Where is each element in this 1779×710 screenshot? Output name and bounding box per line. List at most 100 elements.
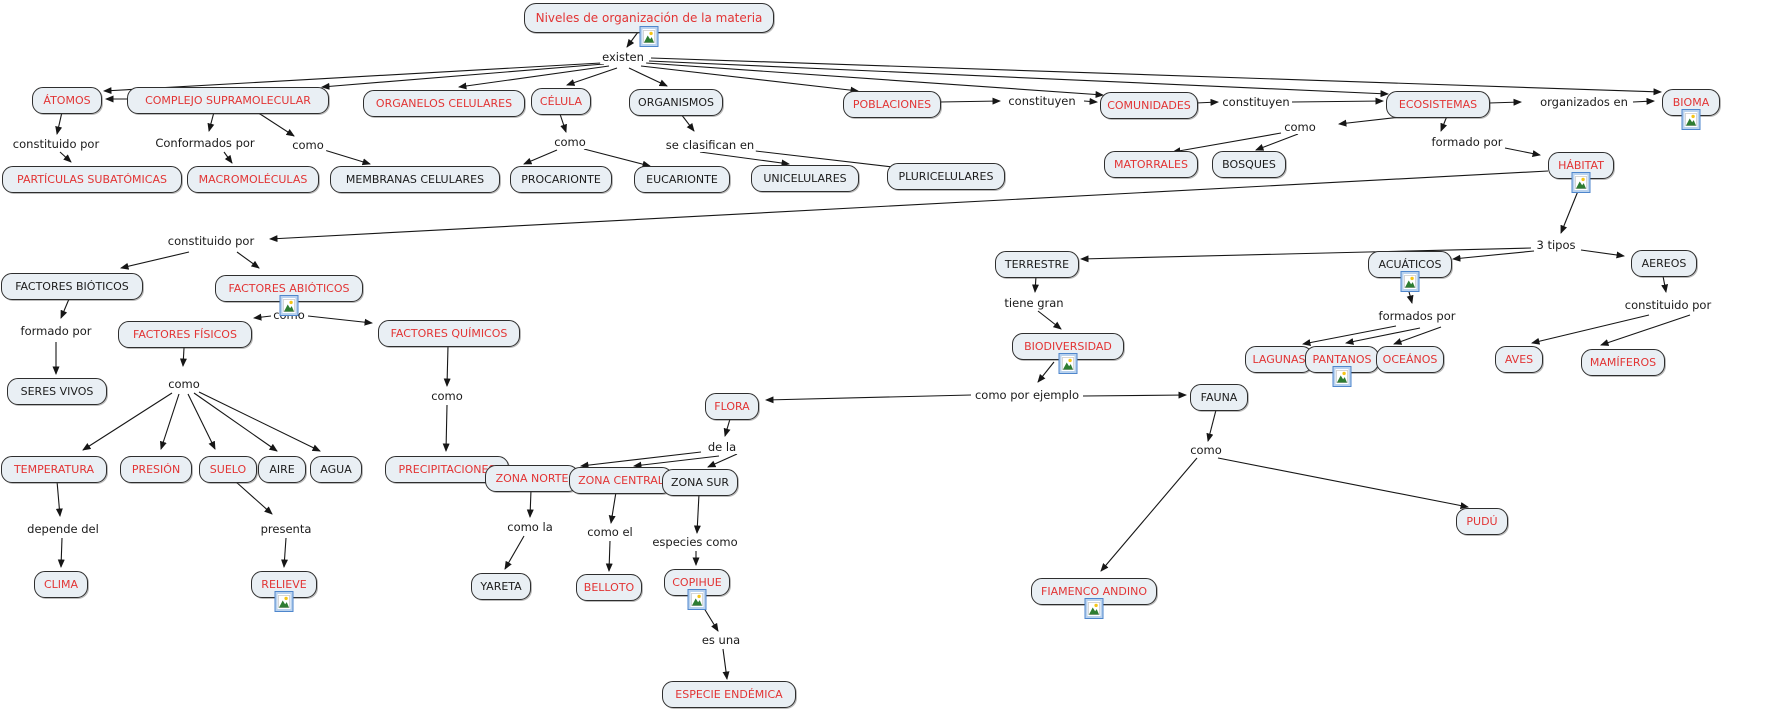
- concept-node-factores-abioticos[interactable]: FACTORES ABIÓTICOS: [215, 274, 363, 316]
- image-resource-icon[interactable]: [687, 588, 707, 610]
- concept-node-atomos[interactable]: ÁTOMOS: [32, 86, 102, 114]
- concept-node-fiamenco-andino[interactable]: FIAMENCO ANDINO: [1031, 577, 1157, 619]
- concept-node-copihue[interactable]: COPIHUE: [664, 568, 730, 610]
- edge-line: [765, 394, 972, 404]
- linking-phrase[interactable]: como: [290, 138, 326, 152]
- concept-node-eucarionte[interactable]: EUCARIONTE: [634, 165, 730, 193]
- concept-node-zona-central[interactable]: ZONA CENTRAL: [569, 466, 673, 494]
- linking-phrase[interactable]: Conformados por: [153, 136, 257, 150]
- linking-phrase[interactable]: como el: [585, 525, 635, 539]
- concept-node-bioma[interactable]: BIOMA: [1662, 88, 1720, 130]
- linking-phrase[interactable]: es una: [699, 633, 743, 647]
- concept-node-yareta[interactable]: YARETA: [471, 572, 531, 600]
- linking-phrase[interactable]: constituido por: [165, 234, 257, 248]
- linking-phrase[interactable]: formados por: [1376, 309, 1458, 323]
- concept-node-membranas-celulares[interactable]: MEMBRANAS CELULARES: [330, 165, 500, 193]
- concept-node-relieve[interactable]: RELIEVE: [251, 570, 317, 612]
- concept-node-particulas-subatomicas[interactable]: PARTÍCULAS SUBATÓMICAS: [2, 165, 182, 193]
- concept-node-factores-bioticos[interactable]: FACTORES BIÓTICOS: [1, 272, 143, 300]
- concept-node-factores-fisicos[interactable]: FACTORES FÍSICOS: [118, 320, 252, 348]
- linking-phrase[interactable]: formado por: [18, 324, 94, 338]
- concept-node-zona-sur[interactable]: ZONA SUR: [662, 468, 738, 496]
- linking-phrase[interactable]: constituyen: [1220, 95, 1292, 109]
- image-resource-icon[interactable]: [1571, 171, 1591, 193]
- image-resource-icon[interactable]: [1058, 352, 1078, 374]
- concept-node-aire[interactable]: AIRE: [258, 455, 306, 483]
- linking-phrase[interactable]: como: [429, 389, 465, 403]
- linking-phrase[interactable]: como: [166, 377, 202, 391]
- edge-line: [236, 251, 260, 269]
- image-resource-icon[interactable]: [1332, 365, 1352, 387]
- linking-phrase[interactable]: 3 tipos: [1534, 238, 1578, 252]
- concept-node-terrestre[interactable]: TERRESTRE: [995, 250, 1079, 278]
- linking-phrase[interactable]: existen: [600, 50, 646, 64]
- concept-node-title[interactable]: Niveles de organización de la materia: [524, 3, 774, 47]
- concept-node-oceanos[interactable]: OCEÁNOS: [1376, 345, 1444, 373]
- concept-node-clima[interactable]: CLIMA: [34, 570, 88, 598]
- concept-node-unicelulares[interactable]: UNICELULARES: [751, 164, 859, 192]
- linking-phrase[interactable]: organizados en: [1538, 95, 1630, 109]
- concept-node-aves[interactable]: AVES: [1495, 345, 1543, 373]
- concept-node-organelos-celulares[interactable]: ORGANELOS CELULARES: [363, 89, 525, 117]
- concept-node-ecosistemas[interactable]: ECOSISTEMAS: [1386, 90, 1490, 118]
- concept-node-complejo-supramolecular[interactable]: COMPLEJO SUPRAMOLECULAR: [127, 86, 329, 114]
- image-resource-icon[interactable]: [639, 26, 659, 47]
- concept-node-macromoleculas[interactable]: MACROMOLÉCULAS: [187, 165, 319, 193]
- concept-node-label: COPIHUE: [672, 575, 722, 589]
- image-resource-icon[interactable]: [1400, 270, 1420, 292]
- edge-line: [1291, 97, 1384, 105]
- concept-node-organismos[interactable]: ORGANISMOS: [629, 88, 723, 116]
- linking-phrase[interactable]: como: [1282, 120, 1318, 134]
- image-resource-icon[interactable]: [274, 590, 294, 612]
- image-resource-icon[interactable]: [1681, 108, 1701, 130]
- concept-node-biodiversidad[interactable]: BIODIVERSIDAD: [1012, 332, 1124, 374]
- linking-phrase[interactable]: constituido por: [1622, 298, 1714, 312]
- image-resource-icon[interactable]: [1084, 597, 1104, 619]
- edge-line: [648, 60, 1389, 98]
- concept-node-fauna[interactable]: FAUNA: [1190, 383, 1248, 411]
- linking-phrase[interactable]: como: [1188, 443, 1224, 457]
- concept-node-factores-quimicos[interactable]: FACTORES QUÍMICOS: [378, 319, 520, 347]
- concept-node-procarionte[interactable]: PROCARIONTE: [510, 165, 612, 193]
- linking-phrase[interactable]: especies como: [650, 535, 740, 549]
- linking-phrase[interactable]: depende del: [25, 522, 101, 536]
- linking-phrase[interactable]: constituido por: [10, 137, 102, 151]
- concept-node-label: CÉLULA: [539, 94, 583, 108]
- image-resource-icon[interactable]: [279, 294, 299, 316]
- concept-node-seres-vivos[interactable]: SERES VIVOS: [7, 377, 107, 405]
- concept-node-bosques[interactable]: BOSQUES: [1212, 150, 1286, 178]
- linking-phrase[interactable]: constituyen: [1006, 94, 1078, 108]
- concept-node-comunidades[interactable]: COMUNIDADES: [1100, 91, 1198, 119]
- linking-phrase[interactable]: tiene gran: [1002, 296, 1066, 310]
- concept-node-poblaciones[interactable]: POBLACIONES: [843, 90, 941, 118]
- linking-phrase[interactable]: como por ejemplo: [972, 388, 1082, 402]
- linking-phrase[interactable]: presenta: [258, 522, 314, 536]
- concept-node-presion[interactable]: PRESIÓN: [120, 455, 192, 483]
- edge-line: [442, 404, 450, 452]
- concept-node-belloto[interactable]: BELLOTO: [576, 573, 642, 601]
- concept-node-mamiferos[interactable]: MAMÍFEROS: [1581, 348, 1665, 376]
- linking-phrase[interactable]: formado por: [1429, 135, 1505, 149]
- concept-node-flora[interactable]: FLORA: [705, 392, 759, 420]
- concept-node-celula[interactable]: CÉLULA: [531, 87, 591, 115]
- concept-node-temperatura[interactable]: TEMPERATURA: [1, 455, 107, 483]
- concept-node-acuaticos[interactable]: ACUÁTICOS: [1368, 250, 1452, 292]
- concept-node-especie-endemica[interactable]: ESPECIE ENDÉMICA: [662, 680, 796, 708]
- linking-phrase[interactable]: se clasifican en: [663, 138, 757, 152]
- concept-node-label: ORGANISMOS: [638, 95, 714, 109]
- concept-node-agua[interactable]: AGUA: [310, 455, 362, 483]
- linking-phrase[interactable]: como: [552, 135, 588, 149]
- concept-node-suelo[interactable]: SUELO: [199, 455, 257, 483]
- concept-node-pantanos[interactable]: PANTANOS: [1305, 345, 1379, 387]
- concept-node-label: SUELO: [209, 462, 247, 476]
- concept-node-pudu[interactable]: PUDÚ: [1456, 507, 1508, 535]
- concept-node-zona-norte[interactable]: ZONA NORTE: [485, 464, 579, 492]
- linking-phrase[interactable]: de la: [705, 440, 739, 454]
- concept-node-lagunas[interactable]: LAGUNAS: [1245, 345, 1313, 373]
- concept-node-matorrales[interactable]: MATORRALES: [1104, 150, 1198, 178]
- concept-node-aereos[interactable]: AEREOS: [1631, 249, 1697, 277]
- edge-line: [1100, 457, 1198, 572]
- concept-node-pluricelulares[interactable]: PLURICELULARES: [887, 162, 1005, 190]
- concept-node-habitat[interactable]: HÁBITAT: [1548, 151, 1614, 193]
- linking-phrase[interactable]: como la: [505, 520, 555, 534]
